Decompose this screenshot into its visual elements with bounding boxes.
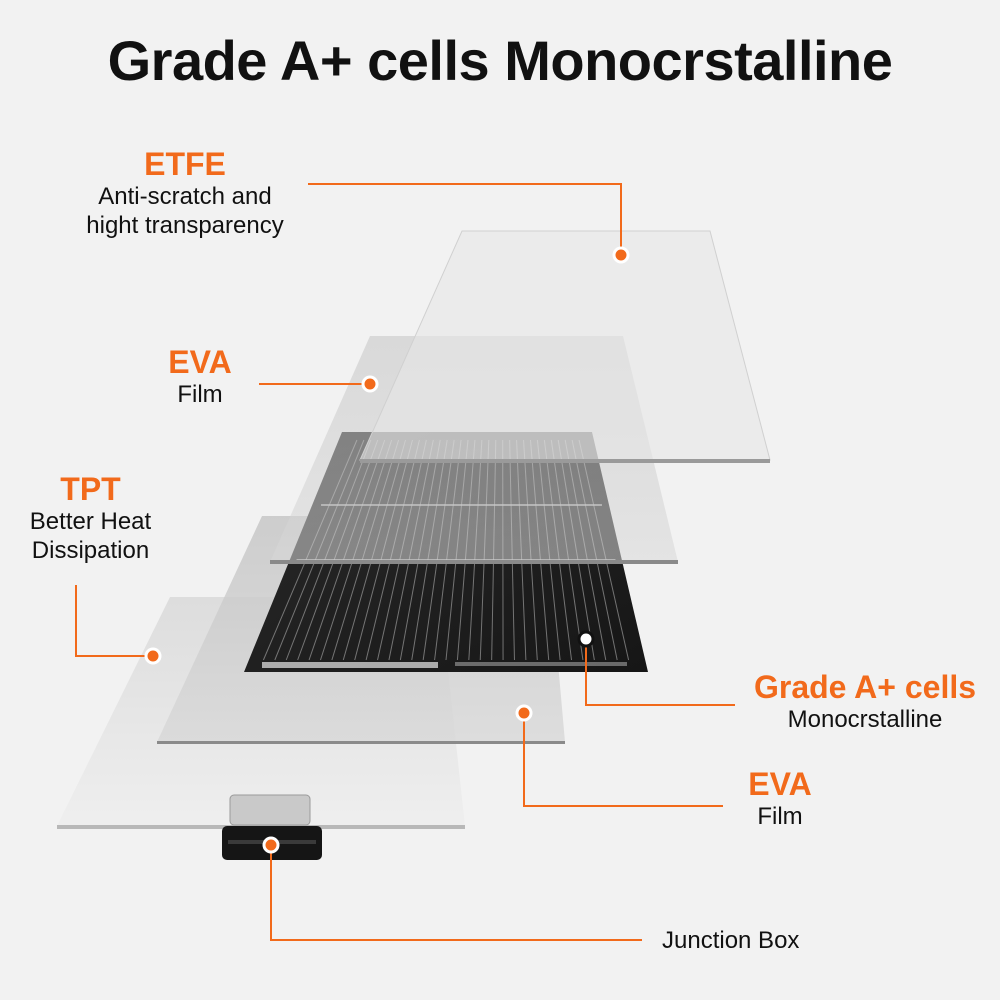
marker-dots [144,246,630,854]
label-eva-bottom-desc: Film [757,803,803,831]
etfe-sheet [359,230,771,463]
dot-tpt [144,647,162,665]
leader-cells [585,639,735,706]
label-cells-desc: Monocrstalline [787,706,943,734]
label-tpt: TPT Better Heat Dissipation [8,470,173,566]
label-eva-top-desc: Film [177,381,223,409]
leader-junction-box [270,845,642,941]
label-tpt-name: TPT [60,471,121,507]
label-cells-name: Grade A+ cells [753,669,977,705]
label-eva-top-name: EVA [168,344,232,380]
leader-eva-bottom [523,713,723,807]
leader-tpt [75,585,153,657]
page-title: Grade A+ cells Monocrstalline [107,29,893,92]
dot-eva-top [361,375,379,393]
dot-junction-box [262,836,280,854]
dot-cells [577,630,595,648]
label-tpt-desc-1: Better Heat [29,508,152,536]
dot-etfe [612,246,630,264]
label-etfe-desc-2: hight transparency [86,212,284,240]
dot-eva-bottom [515,704,533,722]
label-eva-bottom: EVA Film [715,765,845,832]
label-etfe-name: ETFE [144,146,226,182]
leader-lines [75,183,735,941]
label-cells: Grade A+ cells Monocrstalline [735,668,995,735]
label-etfe-desc-1: Anti-scratch and [98,183,272,211]
leader-etfe [308,183,622,255]
label-tpt-desc-2: Dissipation [31,537,150,565]
label-etfe: ETFE Anti-scratch and hight transparency [60,145,310,241]
label-eva-bottom-name: EVA [748,766,812,802]
label-junction-box: Junction Box [662,927,800,954]
label-eva-top: EVA Film [120,343,280,410]
